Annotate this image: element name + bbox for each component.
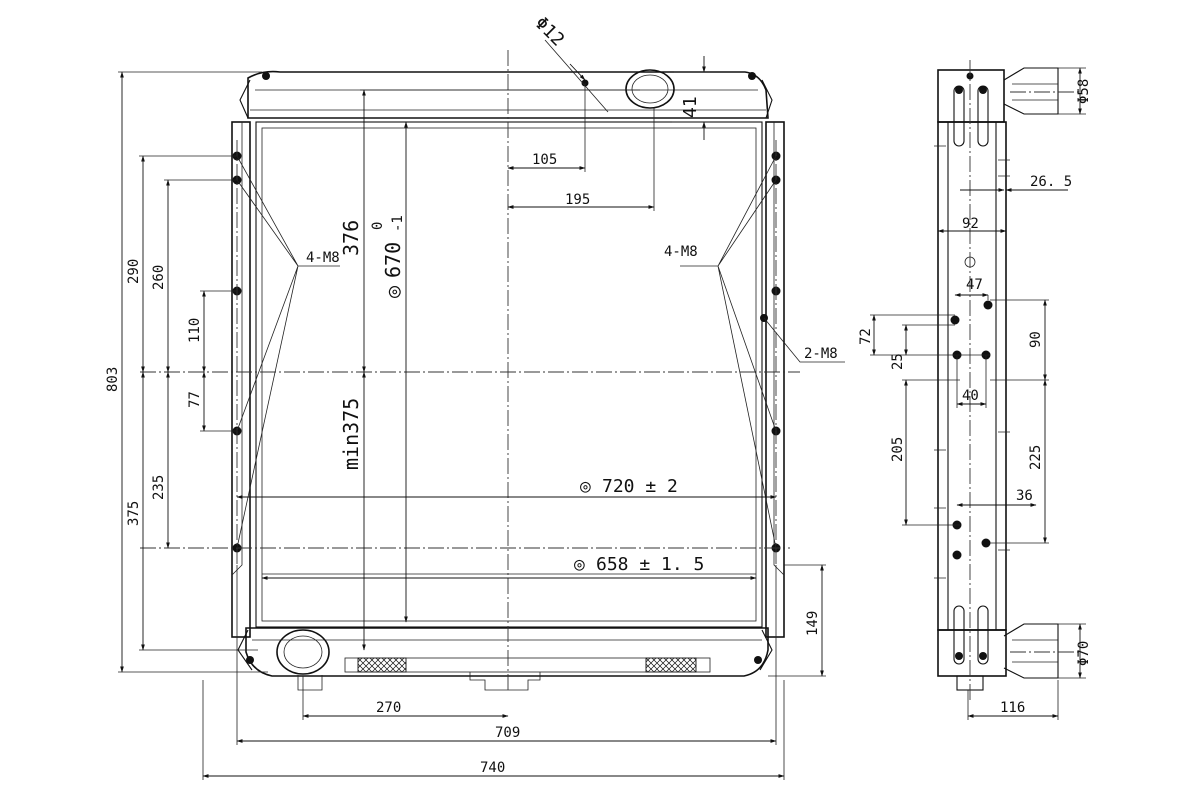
dim-260: 260: [151, 265, 167, 290]
callout-right-2m8: 2-M8: [804, 346, 838, 362]
dim-26-5: 26. 5: [1030, 174, 1072, 190]
dim-phi58: Φ58: [1076, 79, 1092, 104]
dim-25: 25: [890, 353, 906, 370]
bottom-pad-left: [357, 657, 407, 673]
dim-105: 105: [532, 152, 557, 168]
top-inlet-pipe: [625, 69, 675, 109]
side-dimension-lines: [870, 67, 1086, 720]
dim-740: 740: [480, 760, 505, 776]
side-view: [934, 60, 1080, 700]
dim-phi70: Φ70: [1076, 641, 1092, 666]
dim-670: 670: [381, 242, 405, 278]
dim-670-tol-lower: -1: [390, 215, 406, 232]
dim-670-tol-upper: 0: [370, 222, 386, 230]
front-dimension-labels: Φ12 41 105 195 376 ◎ 670 0 -1 min375 4-M…: [105, 13, 838, 776]
dim-803: 803: [105, 367, 121, 392]
dim-phi12: Φ12: [530, 13, 568, 51]
dim-110: 110: [187, 318, 203, 343]
front-dimension-lines: [118, 39, 826, 780]
dim-40: 40: [962, 388, 979, 404]
top-tank: [247, 70, 769, 119]
dim-709: 709: [495, 725, 520, 741]
callout-left-4m8: 4-M8: [306, 250, 340, 266]
side-mounting-holes: [950, 300, 993, 560]
bottom-pad-right: [645, 657, 697, 673]
dim-658: 658 ± 1. 5: [596, 554, 704, 575]
dim-47: 47: [966, 277, 983, 293]
radiator-core: [255, 121, 763, 628]
dim-72: 72: [858, 328, 874, 345]
dim-205: 205: [890, 437, 906, 462]
dim-376: 376: [339, 220, 363, 256]
dim-720: 720 ± 2: [602, 476, 678, 497]
dim-92: 92: [962, 216, 979, 232]
left-side-frame: [231, 121, 251, 638]
bottom-outlet-pipe: [276, 629, 330, 675]
dim-90: 90: [1028, 331, 1044, 348]
dim-149: 149: [805, 611, 821, 636]
dim-270: 270: [376, 700, 401, 716]
side-dimension-labels: Φ58 26. 5 92 47 72 25 40 90 205 225 36 Φ…: [858, 79, 1092, 716]
dim-min375: min375: [339, 398, 363, 470]
dim-375: 375: [126, 501, 142, 526]
dim-41: 41: [680, 96, 701, 118]
dim-658-symbol: ◎: [574, 554, 585, 575]
dim-225: 225: [1028, 445, 1044, 470]
dim-290: 290: [126, 259, 142, 284]
dim-670-symbol: ◎: [381, 286, 405, 298]
drain-bracket: [469, 672, 541, 691]
side-bottom-tank: [937, 629, 1007, 677]
dim-36: 36: [1016, 488, 1033, 504]
dim-116: 116: [1000, 700, 1025, 716]
dim-195: 195: [565, 192, 590, 208]
callout-right-4m8: 4-M8: [664, 244, 698, 260]
mounting-holes-right: [760, 151, 781, 553]
dim-235: 235: [151, 475, 167, 500]
front-view: [140, 50, 845, 691]
dim-720-symbol: ◎: [580, 476, 591, 497]
right-side-frame: [765, 121, 785, 638]
dim-77: 77: [187, 391, 203, 408]
